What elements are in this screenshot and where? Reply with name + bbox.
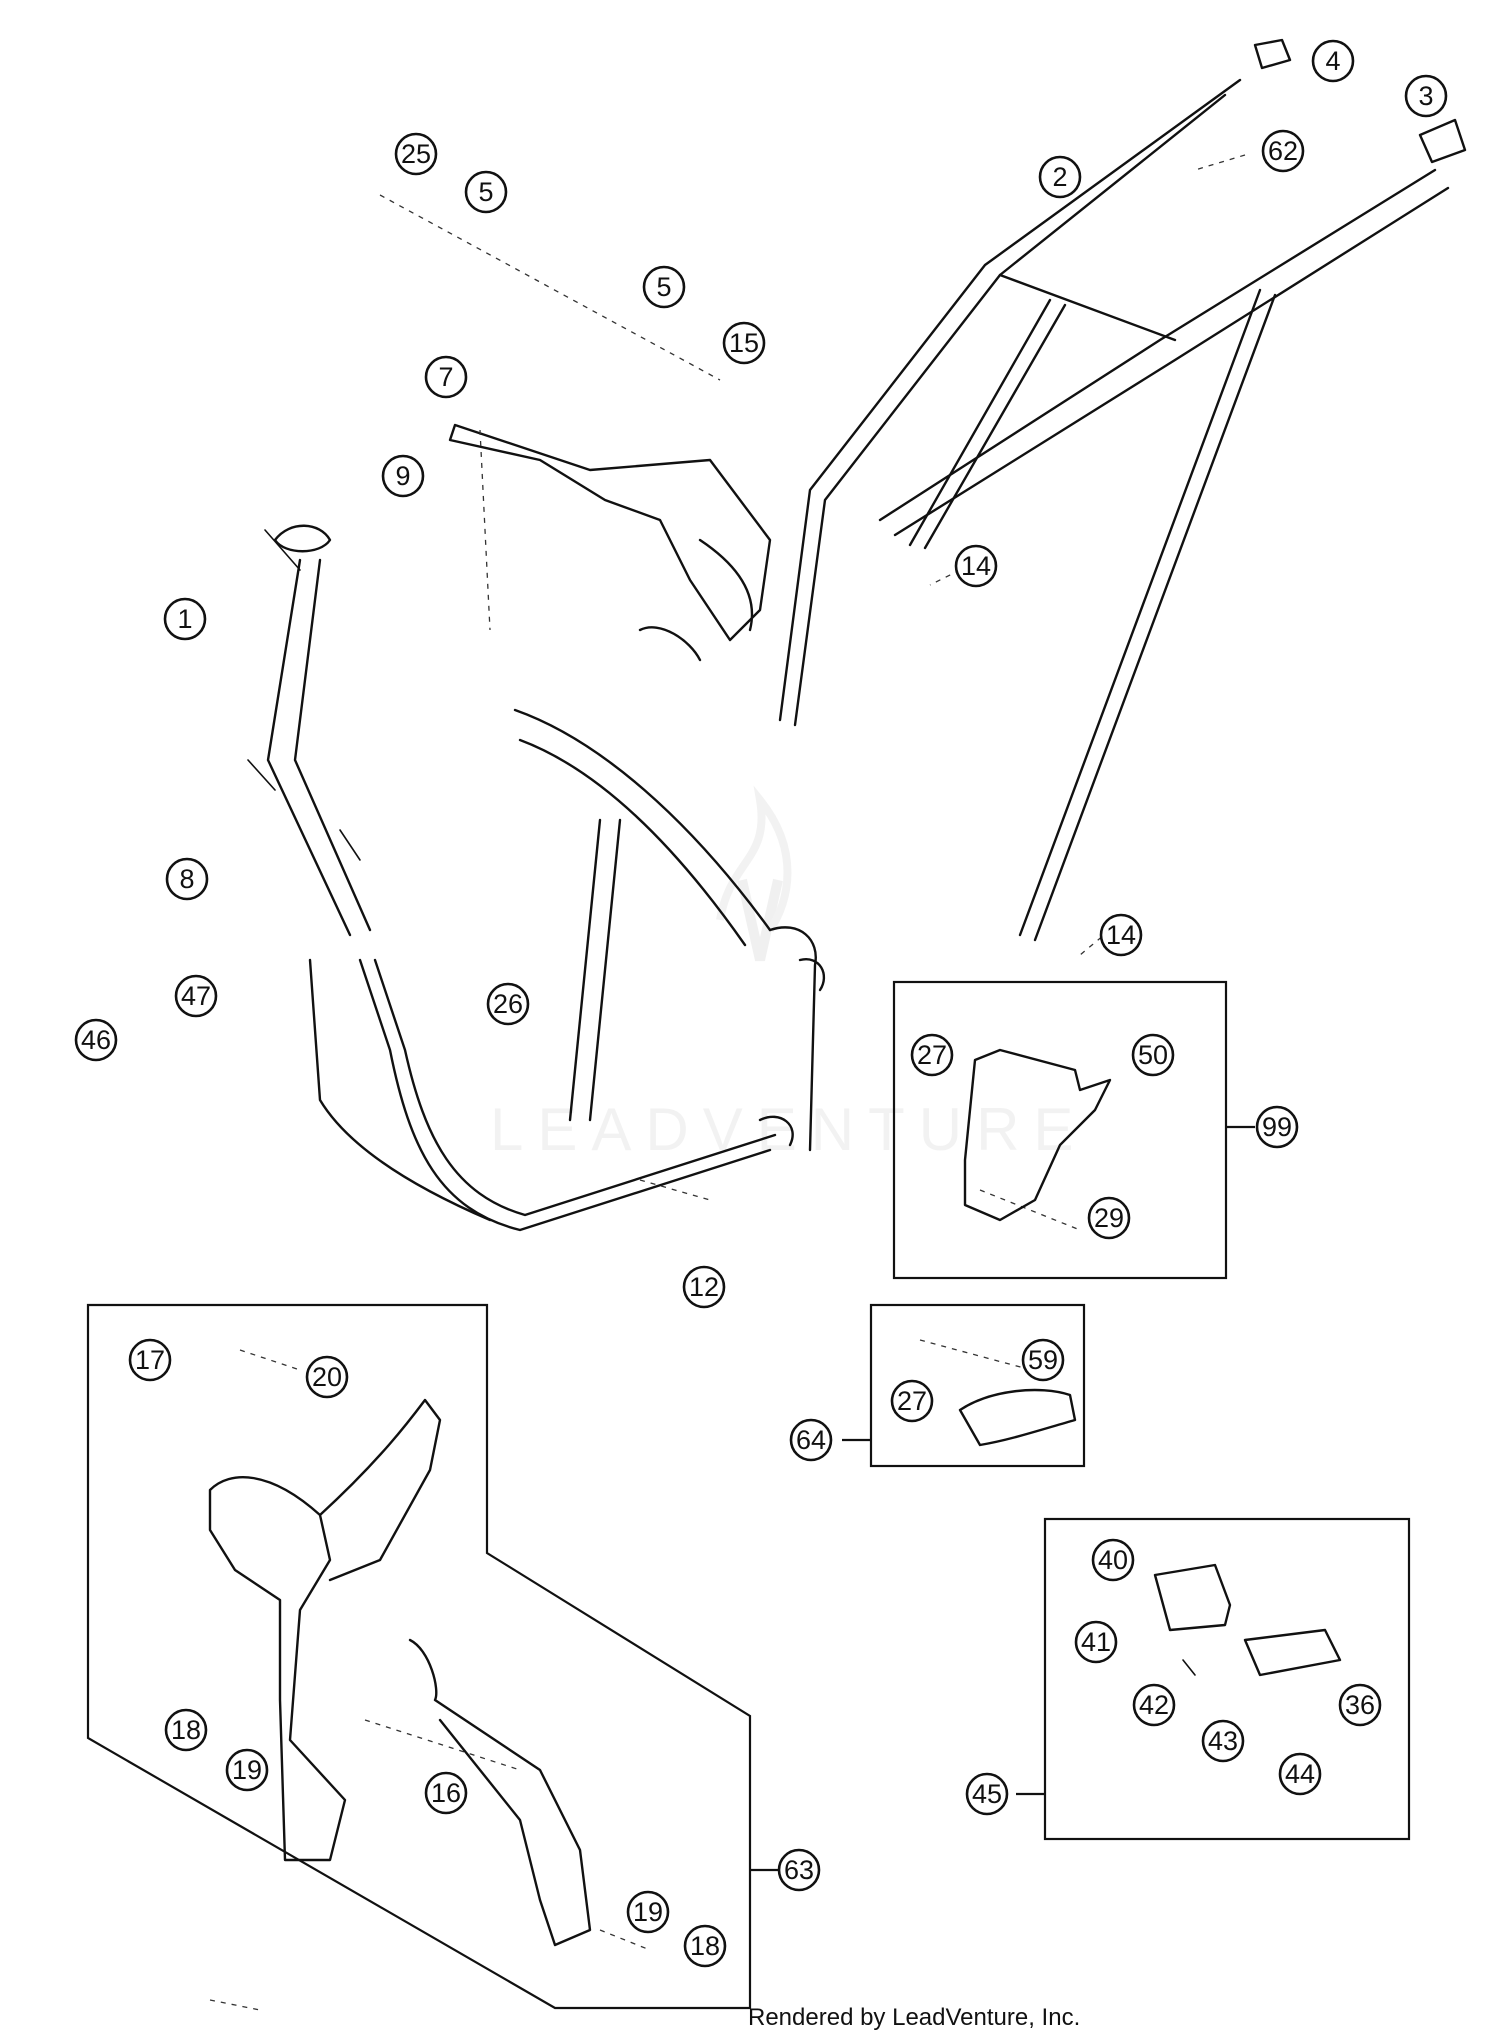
callout-8-label: 8 — [179, 864, 194, 894]
callout-2-label: 2 — [1052, 162, 1067, 192]
callout-14a-label: 14 — [961, 551, 991, 581]
callout-25: 25 — [394, 132, 438, 176]
callout-40: 40 — [1091, 1538, 1135, 1582]
frame-line-art — [247, 38, 1467, 1232]
callout-42-label: 42 — [1139, 1690, 1169, 1720]
callout-47: 47 — [174, 974, 218, 1018]
callout-47-label: 47 — [181, 981, 211, 1011]
callout-25-label: 25 — [401, 139, 431, 169]
callout-43: 43 — [1201, 1719, 1245, 1763]
callout-9-label: 9 — [395, 461, 410, 491]
render-credit: Rendered by LeadVenture, Inc. — [748, 2004, 1081, 2031]
callout-2: 2 — [1038, 155, 1082, 199]
leader-lines — [209, 154, 1246, 2011]
callout-45: 45 — [965, 1772, 1009, 1816]
callout-18a: 18 — [164, 1708, 208, 1752]
callout-15-label: 15 — [729, 328, 759, 358]
kit-63-lower-guard-art — [408, 1638, 592, 1947]
callout-5b: 5 — [642, 265, 686, 309]
kit-box-64 — [869, 1303, 1086, 1468]
callout-5a: 5 — [464, 170, 508, 214]
callout-46-label: 46 — [81, 1025, 111, 1055]
callout-99: 99 — [1255, 1105, 1299, 1149]
callout-27b: 27 — [890, 1379, 934, 1423]
kit-99-bracket-art — [963, 1048, 1112, 1222]
callout-18b: 18 — [683, 1924, 727, 1968]
callout-3-label: 3 — [1418, 81, 1433, 111]
callout-12-label: 12 — [689, 1272, 719, 1302]
callout-59: 59 — [1021, 1338, 1065, 1382]
callout-12: 12 — [682, 1265, 726, 1309]
callout-42: 42 — [1132, 1683, 1176, 1727]
callout-36-label: 36 — [1345, 1690, 1375, 1720]
callout-16-label: 16 — [431, 1778, 461, 1808]
callout-45-label: 45 — [972, 1779, 1002, 1809]
callout-44-label: 44 — [1285, 1759, 1315, 1789]
callout-17-label: 17 — [135, 1345, 165, 1375]
kit-45-pad-art — [1153, 1563, 1232, 1632]
callout-16: 16 — [424, 1771, 468, 1815]
kit-45-plate-art — [1243, 1628, 1342, 1677]
watermark-logo: LEADVENTURE — [490, 785, 1087, 1163]
callout-1: 1 — [163, 597, 207, 641]
callout-50-label: 50 — [1138, 1040, 1168, 1070]
callout-63: 63 — [777, 1848, 821, 1892]
callout-99-label: 99 — [1262, 1112, 1292, 1142]
callout-41-label: 41 — [1081, 1627, 1111, 1657]
callout-17: 17 — [128, 1338, 172, 1382]
callout-18b-label: 18 — [690, 1931, 720, 1961]
kit-63-guard-fin-art — [318, 1398, 442, 1582]
kit-45-screw-art — [1182, 1659, 1196, 1676]
callout-19a: 19 — [225, 1748, 269, 1792]
callout-40-label: 40 — [1098, 1545, 1128, 1575]
callout-4-label: 4 — [1325, 46, 1340, 76]
callout-62: 62 — [1261, 129, 1305, 173]
callout-26-label: 26 — [493, 989, 523, 1019]
callout-59-label: 59 — [1028, 1345, 1058, 1375]
callout-5b-label: 5 — [656, 272, 671, 302]
callout-5a-label: 5 — [478, 177, 493, 207]
callout-8: 8 — [165, 857, 209, 901]
callout-29: 29 — [1087, 1196, 1131, 1240]
callout-3: 3 — [1404, 74, 1448, 118]
callout-36: 36 — [1338, 1683, 1382, 1727]
callout-19b-label: 19 — [633, 1897, 663, 1927]
callout-63-label: 63 — [784, 1855, 814, 1885]
callout-7: 7 — [424, 355, 468, 399]
callout-26: 26 — [486, 982, 530, 1026]
kit-64-plate-art — [958, 1388, 1077, 1447]
callout-64-label: 64 — [796, 1425, 826, 1455]
callout-20: 20 — [305, 1355, 349, 1399]
callout-1-label: 1 — [177, 604, 192, 634]
callout-14b-label: 14 — [1106, 920, 1136, 950]
callout-14b: 14 — [1099, 913, 1143, 957]
callout-46: 46 — [74, 1018, 118, 1062]
callout-4: 4 — [1311, 39, 1355, 83]
callout-44: 44 — [1278, 1752, 1322, 1796]
watermark-text: LEADVENTURE — [490, 1096, 1087, 1163]
callout-19b: 19 — [626, 1890, 670, 1934]
callout-62-label: 62 — [1268, 136, 1298, 166]
kit-box-63 — [86, 1303, 752, 2010]
callout-9: 9 — [381, 454, 425, 498]
callout-14a: 14 — [954, 544, 998, 588]
callout-64: 64 — [789, 1418, 833, 1462]
callout-27b-label: 27 — [897, 1386, 927, 1416]
callout-41: 41 — [1074, 1620, 1118, 1664]
callout-27a-label: 27 — [917, 1040, 947, 1070]
kit-box-99 — [892, 980, 1228, 1280]
callout-43-label: 43 — [1208, 1726, 1238, 1756]
callout-27a: 27 — [910, 1033, 954, 1077]
callout-7-label: 7 — [438, 362, 453, 392]
callout-29-label: 29 — [1094, 1203, 1124, 1233]
kit-box-45 — [1043, 1517, 1411, 1841]
callout-50: 50 — [1131, 1033, 1175, 1077]
callout-19a-label: 19 — [232, 1755, 262, 1785]
kit-63-frame-guard-art — [208, 1476, 347, 1862]
callout-18a-label: 18 — [171, 1715, 201, 1745]
callout-15: 15 — [722, 321, 766, 365]
callout-20-label: 20 — [312, 1362, 342, 1392]
